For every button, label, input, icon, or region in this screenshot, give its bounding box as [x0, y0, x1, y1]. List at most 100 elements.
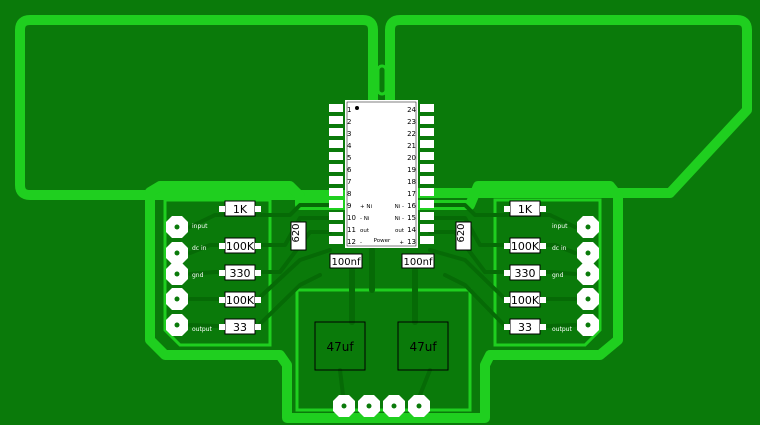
pad-hole [391, 403, 397, 409]
chip-pad-right [420, 176, 434, 184]
resistor-lead [504, 324, 510, 330]
resistor-lead [504, 243, 510, 249]
pad-hole [174, 271, 180, 277]
pad-hole [174, 296, 180, 302]
chip-pin-note: + [399, 240, 404, 246]
pad-hole [174, 250, 180, 256]
resistor-lead [255, 270, 261, 276]
chip-pin-label: 4 [347, 142, 352, 150]
resistor-lead [504, 270, 510, 276]
chip-body [345, 100, 418, 248]
chip-pad-left [329, 188, 343, 196]
chip-pin-label: 17 [407, 190, 416, 198]
resistor-label: 100K [226, 240, 255, 253]
chip-pad-right [420, 152, 434, 160]
resistor-lead [504, 206, 510, 212]
cap-large-label: 47uf [409, 340, 437, 354]
resistor-lead [540, 297, 546, 303]
resistor-label: 620 [456, 223, 467, 242]
resistor-label: 1K [518, 203, 533, 216]
cap-small-body [401, 253, 435, 269]
chip-pin-note: - Ni [360, 216, 370, 222]
chip-pad-left [329, 236, 343, 244]
pad-label: gnd [192, 272, 204, 279]
chip-power-label: Power [374, 238, 391, 244]
chip-pin-label: 8 [347, 190, 351, 198]
chip-pin-note: out [360, 228, 370, 234]
chip-pin-label: 5 [347, 154, 351, 162]
left-island [163, 198, 272, 347]
pad-hole [174, 322, 180, 328]
chip-pad-right [420, 236, 434, 244]
chip-pad-right [420, 200, 434, 208]
resistor-lead [219, 297, 225, 303]
resistor-lead [219, 324, 225, 330]
feed-slot [376, 64, 388, 96]
chip-pad-right [420, 164, 434, 172]
chip-pin-label: 16 [407, 202, 416, 210]
pad-hole [416, 403, 422, 409]
chip-pad-left [329, 128, 343, 136]
resistor-label: 1K [233, 203, 248, 216]
chip-pin-label: 21 [407, 142, 416, 150]
trace-out2 [418, 368, 432, 397]
chip-pin-label: 14 [407, 226, 416, 234]
trace-l2 [188, 216, 332, 255]
chip-pad-right [420, 224, 434, 232]
chip-pin-note: out [395, 228, 405, 234]
chip-pin-label: 3 [347, 130, 351, 138]
chip-pad-left [329, 104, 343, 112]
resistor-label: 100K [511, 294, 540, 307]
pad-hole [174, 224, 180, 230]
chip-pad-left [329, 152, 343, 160]
resistor-lead [255, 243, 261, 249]
chip-pad-left [329, 140, 343, 148]
cap-small-label: 100nf [332, 257, 361, 268]
cap-island [295, 288, 472, 412]
resistor-lead [504, 297, 510, 303]
cap-small-body [329, 253, 363, 269]
resistor-lead [540, 324, 546, 330]
chip-pin-note: Ni - [395, 216, 404, 222]
cap-large-label: 47uf [326, 340, 354, 354]
pad-hole [585, 271, 591, 277]
resistor-body-vertical [290, 221, 307, 251]
pad-hole [585, 250, 591, 256]
trace-r3 [428, 230, 577, 276]
resistor-label: 100K [226, 294, 255, 307]
chip-pad-right [420, 140, 434, 148]
resistor-lead [540, 206, 546, 212]
chip-pad-left [329, 200, 343, 208]
chip-pad-right [420, 128, 434, 136]
resistor-lead [255, 206, 261, 212]
chip-pin-label: 20 [407, 154, 416, 162]
chip-pad-right [420, 188, 434, 196]
pad-label: input [552, 223, 568, 230]
trace-l3 [188, 230, 332, 276]
cap-large-outline [314, 321, 366, 371]
chip-pad-left [329, 164, 343, 172]
trace-out1 [338, 368, 345, 397]
chip-pad-left [329, 224, 343, 232]
chip-pin-label: 1 [347, 106, 351, 114]
chip-pin-note: + Ni [360, 204, 372, 210]
trace-r1 [428, 203, 577, 229]
chip-pin-label: 22 [407, 130, 416, 138]
antenna-pour-right [385, 15, 752, 198]
chip-pin-label: 9 [347, 202, 351, 210]
chip-pin1-dot [355, 106, 359, 110]
chip-pin-label: 18 [407, 178, 416, 186]
pad-label: dc in [192, 245, 207, 252]
chip-outline [346, 101, 417, 247]
pad-hole [366, 403, 372, 409]
chip-pin-label: 6 [347, 166, 352, 174]
trace-l1 [188, 203, 332, 229]
resistor-label: 330 [515, 267, 536, 280]
chip-pin-label: 12 [347, 238, 356, 246]
trace-r2 [428, 216, 577, 255]
chip-pad-left [329, 212, 343, 220]
pad-label: input [192, 223, 208, 230]
pad-label: output [552, 326, 572, 333]
chip-pin-note: - [360, 240, 362, 246]
